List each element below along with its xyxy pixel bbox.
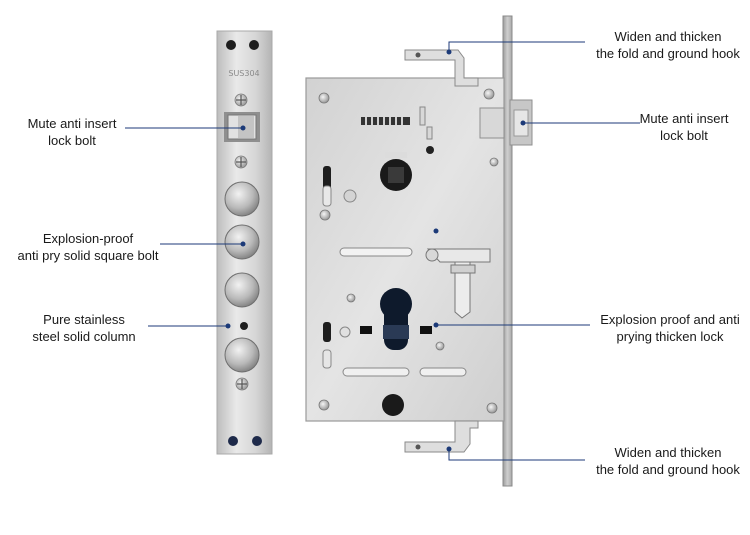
callout-square-bolt: Explosion-proof anti pry solid square bo… — [8, 230, 168, 264]
cam-lever — [425, 248, 491, 319]
round-bolt — [224, 337, 260, 373]
callout-line: Widen and thicken — [614, 445, 722, 460]
leader-lines — [125, 41, 640, 461]
screw-icon — [235, 377, 249, 391]
callout-line: lock bolt — [48, 133, 96, 148]
callout-line: Pure stainless — [43, 312, 125, 327]
screw-icon — [435, 341, 445, 351]
screw-icon — [489, 157, 499, 167]
screw-hole — [240, 322, 248, 330]
vent-slot — [361, 117, 410, 125]
callout-mute-bolt-right: Mute anti insert lock bolt — [624, 110, 744, 144]
screw-hole — [249, 40, 259, 50]
screw-icon — [319, 209, 331, 221]
keyhole — [382, 394, 404, 416]
fold-hook-top — [404, 49, 479, 87]
callout-line: Widen and thicken — [614, 29, 722, 44]
callout-line: the fold and ground hook — [596, 46, 740, 61]
callout-line: Mute anti insert — [639, 111, 729, 126]
screw-icon — [486, 402, 498, 414]
callout-line: Mute anti insert — [27, 116, 117, 131]
callout-line: Explosion proof and anti — [600, 312, 740, 327]
screw-hole — [252, 436, 262, 446]
callout-hook-bottom: Widen and thicken the fold and ground ho… — [588, 444, 748, 478]
callout-thicken-lock: Explosion proof and anti prying thicken … — [592, 311, 748, 345]
callout-line: prying thicken lock — [616, 329, 724, 344]
callout-line: anti pry solid square bolt — [17, 248, 159, 263]
callout-steel-column: Pure stainless steel solid column — [14, 311, 154, 345]
callout-hook-top: Widen and thicken the fold and ground ho… — [588, 28, 748, 62]
faceplate-column: SUS304 — [216, 30, 273, 455]
spindle-hole — [380, 152, 412, 191]
screw-icon — [234, 155, 248, 169]
callout-line: the fold and ground hook — [596, 462, 740, 477]
callout-mute-bolt-left: Mute anti insert lock bolt — [12, 115, 132, 149]
screw-icon — [318, 399, 330, 411]
screw-icon — [346, 293, 356, 303]
cylinder-hole — [380, 288, 412, 350]
round-bolt — [224, 272, 260, 308]
callout-line: steel solid column — [32, 329, 136, 344]
fold-hook-bottom — [404, 420, 479, 453]
screw-hole — [228, 436, 238, 446]
screw-icon — [483, 88, 495, 100]
screw-icon — [318, 92, 330, 104]
screw-hole — [226, 40, 236, 50]
faceplate-marking: SUS304 — [228, 69, 259, 78]
round-bolt — [224, 181, 260, 217]
callout-line: Explosion-proof — [42, 231, 134, 246]
callout-line: lock bolt — [660, 128, 708, 143]
screw-icon — [234, 93, 248, 107]
lock-case — [305, 15, 533, 487]
